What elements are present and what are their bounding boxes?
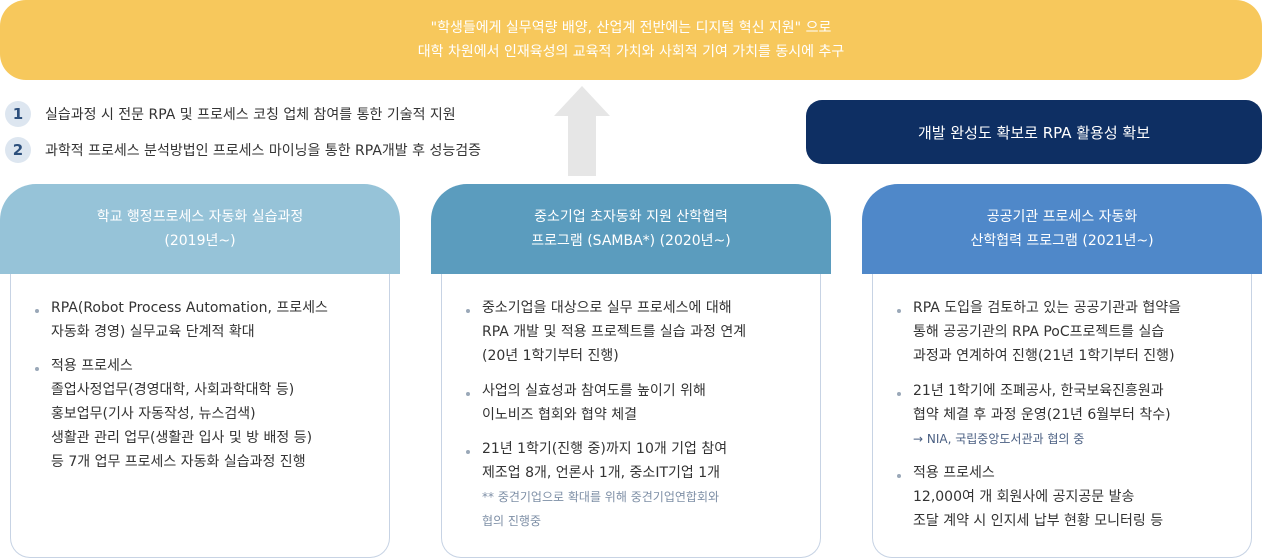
item-note: ** 중견기업으로 확대를 위해 중견기업연합회와: [482, 490, 720, 504]
item-line: 적용 프로세스: [51, 358, 133, 374]
column-3-item-1: RPA 도입을 검토하고 있는 공공기관과 협약을 통해 공공기관의 RPA P…: [913, 296, 1181, 368]
item-line: RPA(Robot Process Automation, 프로세스: [51, 300, 328, 316]
item-line: 중소기업을 대상으로 실무 프로세스에 대해: [482, 300, 732, 316]
point-2-text: 과학적 프로세스 분석방법인 프로세스 마이닝을 통한 RPA개발 후 성능검증: [45, 143, 481, 159]
point-1: 1 실습과정 시 전문 RPA 및 프로세스 코칭 업체 참여를 통한 기술적 …: [5, 101, 456, 127]
item-line: 21년 1학기에 조폐공사, 한국보육진흥원과: [913, 383, 1164, 399]
item-line: 홍보업무(기사 자동작성, 뉴스검색): [51, 406, 256, 422]
item-line: 적용 프로세스: [913, 465, 995, 481]
item-line: 12,000여 개 회원사에 공지공문 발송: [913, 489, 1135, 505]
column-2-title-line-2: 프로그램 (SAMBA*) (2020년~): [531, 233, 731, 249]
item-line: 21년 1학기(진행 중)까지 10개 기업 참여: [482, 441, 728, 457]
column-3-item-3: 적용 프로세스 12,000여 개 회원사에 공지공문 발송 조달 계약 시 인…: [913, 461, 1163, 533]
item-line: RPA 도입을 검토하고 있는 공공기관과 협약을: [913, 300, 1182, 316]
item-line: RPA 개발 및 적용 프로젝트를 실습 과정 연계: [482, 324, 747, 340]
column-3-title-line-1: 공공기관 프로세스 자동화: [986, 209, 1138, 225]
point-2: 2 과학적 프로세스 분석방법인 프로세스 마이닝을 통한 RPA개발 후 성능…: [5, 137, 481, 163]
item-line: 자동화 경영) 실무교육 단계적 확대: [51, 324, 255, 340]
column-1-body: RPA(Robot Process Automation, 프로세스 자동화 경…: [10, 274, 390, 558]
item-sub-note: → NIA, 국립중앙도서관과 협의 중: [913, 432, 1085, 446]
item-line: 사업의 실효성과 참여도를 높이기 위해: [482, 383, 706, 399]
column-3-title-line-2: 산학협력 프로그램 (2021년~): [970, 233, 1154, 249]
banner-line-2: 대학 차원에서 인재육성의 교육적 가치와 사회적 기여 가치를 동시에 추구: [417, 44, 845, 60]
column-1-item-2: 적용 프로세스 졸업사정업무(경영대학, 사회과학대학 등) 홍보업무(기사 자…: [51, 354, 312, 474]
bullet-icon: [35, 367, 39, 371]
column-1-item-1: RPA(Robot Process Automation, 프로세스 자동화 경…: [51, 296, 328, 344]
item-line: 등 7개 업무 프로세스 자동화 실습과정 진행: [51, 454, 306, 470]
item-line: (20년 1학기부터 진행): [482, 348, 619, 364]
top-banner: "학생들에게 실무역량 배양, 산업계 전반에는 디지털 혁신 지원" 으로 대…: [0, 0, 1262, 80]
column-1-header: 학교 행정프로세스 자동화 실습과정 (2019년~): [0, 184, 400, 274]
column-2-body: 중소기업을 대상으로 실무 프로세스에 대해 RPA 개발 및 적용 프로젝트를…: [441, 274, 821, 558]
bullet-icon: [897, 309, 901, 313]
bullet-icon: [466, 392, 470, 396]
column-2-header: 중소기업 초자동화 지원 산학협력 프로그램 (SAMBA*) (2020년~): [431, 184, 831, 274]
column-2-item-2: 사업의 실효성과 참여도를 높이기 위해 이노비즈 협회와 협약 체결: [482, 379, 706, 427]
banner-line-1: "학생들에게 실무역량 배양, 산업계 전반에는 디지털 혁신 지원" 으로: [430, 20, 832, 36]
item-line: 과정과 연계하여 진행(21년 1학기부터 진행): [913, 348, 1175, 364]
item-note: 협의 진행중: [482, 514, 542, 528]
goal-text: 개발 완성도 확보로 RPA 활용성 확보: [917, 123, 1150, 142]
column-3-item-2: 21년 1학기에 조폐공사, 한국보육진흥원과 협약 체결 후 과정 운영(21…: [913, 379, 1171, 451]
item-line: 졸업사정업무(경영대학, 사회과학대학 등): [51, 382, 295, 398]
goal-box: 개발 완성도 확보로 RPA 활용성 확보: [806, 100, 1262, 164]
bullet-icon: [466, 309, 470, 313]
item-line: 제조업 8개, 언론사 1개, 중소IT기업 1개: [482, 465, 720, 481]
bullet-icon: [897, 474, 901, 478]
item-line: 이노비즈 협회와 협약 체결: [482, 407, 638, 423]
bullet-icon: [35, 309, 39, 313]
item-line: 생활관 관리 업무(생활관 입사 및 방 배정 등): [51, 430, 313, 446]
column-3-body: RPA 도입을 검토하고 있는 공공기관과 협약을 통해 공공기관의 RPA P…: [872, 274, 1252, 558]
up-arrow-icon: [554, 86, 610, 176]
number-badge-2: 2: [5, 137, 31, 163]
column-2-title-line-1: 중소기업 초자동화 지원 산학협력: [534, 209, 728, 225]
column-2-item-3: 21년 1학기(진행 중)까지 10개 기업 참여 제조업 8개, 언론사 1개…: [482, 437, 727, 533]
column-1-title-line-1: 학교 행정프로세스 자동화 실습과정: [96, 209, 304, 225]
point-1-text: 실습과정 시 전문 RPA 및 프로세스 코칭 업체 참여를 통한 기술적 지원: [45, 107, 456, 123]
item-line: 조달 계약 시 인지세 납부 현황 모니터링 등: [913, 513, 1164, 529]
column-3-header: 공공기관 프로세스 자동화 산학협력 프로그램 (2021년~): [862, 184, 1262, 274]
item-line: 협약 체결 후 과정 운영(21년 6월부터 착수): [913, 407, 1171, 423]
number-badge-1: 1: [5, 101, 31, 127]
column-1-title-line-2: (2019년~): [164, 233, 236, 249]
bullet-icon: [466, 450, 470, 454]
item-line: 통해 공공기관의 RPA PoC프로젝트를 실습: [913, 324, 1165, 340]
column-2-item-1: 중소기업을 대상으로 실무 프로세스에 대해 RPA 개발 및 적용 프로젝트를…: [482, 296, 746, 368]
bullet-icon: [897, 392, 901, 396]
